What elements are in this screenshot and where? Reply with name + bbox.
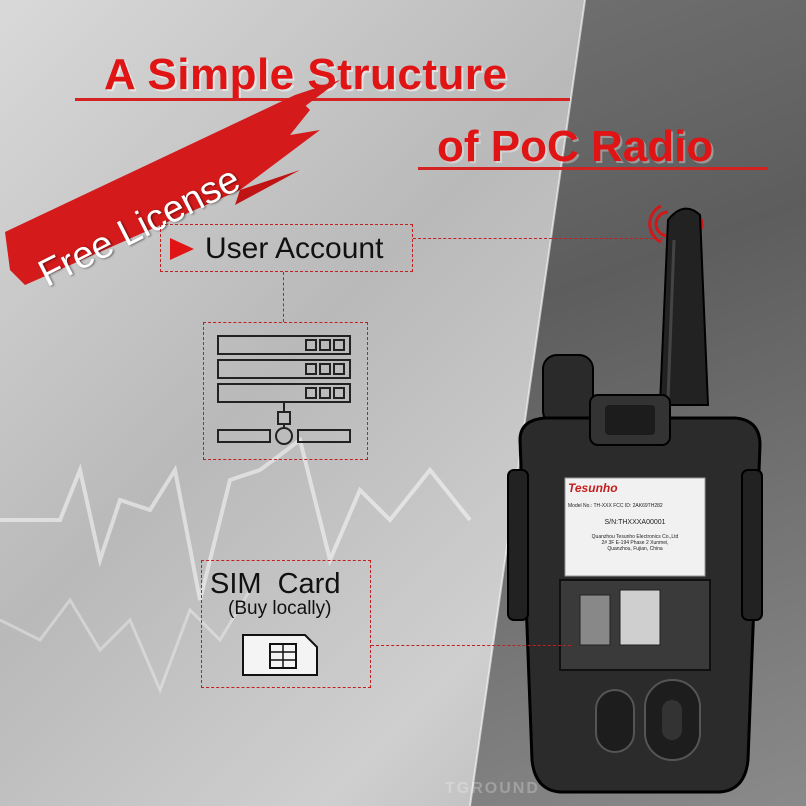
sim-card-sublabel: (Buy locally) xyxy=(228,598,332,619)
watermark: TGROUND xyxy=(445,780,540,797)
user-account-box xyxy=(160,224,413,272)
maker-line-2: 2# 3F E-194 Phase 2 Xunmei, xyxy=(601,540,669,546)
server-icon xyxy=(217,335,351,445)
title-line-1: A Simple Structure xyxy=(104,50,508,99)
maker-line-1: Quanzhou Tesunho Electronics Co.,Ltd xyxy=(591,534,679,540)
device-label xyxy=(564,477,706,577)
model-line: Model No.: TH-XXX FCC ID: 2AK69TH282 xyxy=(568,503,663,509)
brand-logo: Tesunho xyxy=(568,481,618,495)
sim-card-label: SIM Card xyxy=(210,568,341,600)
connector-sim-to-device xyxy=(371,645,571,646)
title-underline-2 xyxy=(418,167,768,170)
connector-user-to-antenna xyxy=(413,238,663,239)
play-arrow-icon xyxy=(170,238,194,260)
user-account-label: User Account xyxy=(205,232,384,265)
sim-card-icon xyxy=(242,634,318,676)
sim-card-box xyxy=(201,560,371,688)
title-line-2: of PoC Radio xyxy=(437,122,714,171)
title-underline-1 xyxy=(75,98,570,101)
device-label-text: Tesunho Model No.: TH-XXX FCC ID: 2AK69T… xyxy=(568,481,702,573)
maker-line-3: Quanzhou, Fujian, China xyxy=(607,546,663,552)
server-box xyxy=(203,322,368,460)
bottom-port-left xyxy=(595,689,635,753)
serial-number: S/N:THXXXA00001 xyxy=(604,519,666,526)
connector-user-to-server xyxy=(283,272,284,322)
